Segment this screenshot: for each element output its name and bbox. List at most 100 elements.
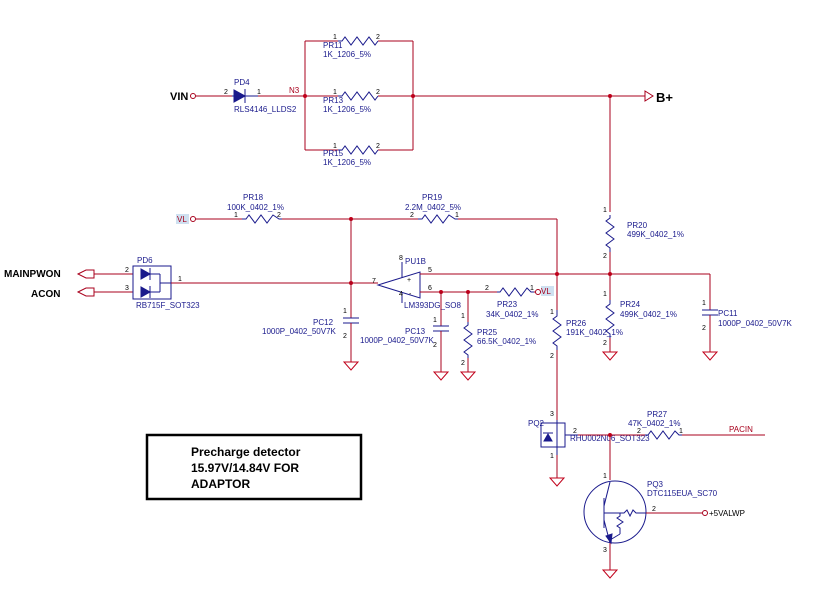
pr18-value: 100K_0402_1%	[227, 203, 284, 212]
pr19-pin-1: 1	[455, 212, 459, 219]
gnd-pq2	[548, 477, 566, 487]
pr25-pin-1: 1	[461, 313, 465, 320]
pc11-pin-1: 1	[702, 300, 706, 307]
vl-label-left: VL	[177, 215, 187, 224]
acon-port: ACON	[31, 287, 95, 300]
pq3-pin-1: 1	[603, 473, 607, 480]
gnd-pc12	[342, 361, 360, 371]
pc12-capacitor	[343, 317, 359, 324]
pc13-pin-1: 1	[433, 317, 437, 324]
gnd-pr24	[601, 351, 619, 361]
pr11-ref: PR11	[323, 41, 343, 50]
pu1b-comparator	[376, 271, 421, 299]
pc12-pin-2: 2	[343, 333, 347, 340]
mainpwon-port: MAINPWON	[4, 269, 95, 280]
pd4-ref: PD4	[234, 78, 250, 87]
pr23-ref: PR23	[497, 300, 518, 309]
pr13-ref: PR13	[323, 96, 344, 105]
pr27-pin-1: 1	[679, 428, 683, 435]
note-box: Precharge detector 15.97V/14.84V FOR ADA…	[145, 433, 363, 501]
pr15-pin-2: 2	[376, 143, 380, 150]
pr18-ref: PR18	[243, 193, 264, 202]
pr20-pin-1: 1	[603, 207, 607, 214]
pu1b-pin-8: 8	[399, 255, 403, 262]
pr19-pin-2: 2	[410, 212, 414, 219]
pd4-pin-1: 1	[257, 89, 261, 96]
pr23-pin-2: 2	[485, 285, 489, 292]
pr18-resistor	[242, 214, 282, 224]
pq2-pin-2: 2	[573, 428, 577, 435]
pd6-ref: PD6	[137, 256, 153, 265]
pr24-ref: PR24	[620, 300, 641, 309]
pc11-value: 1000P_0402_50V7K	[718, 319, 793, 328]
pr13-value: 1K_1206_5%	[323, 105, 371, 114]
pr19-value: 2.2M_0402_5%	[405, 203, 461, 212]
pr24-pin-2: 2	[603, 340, 607, 347]
vl-label-right: VL	[541, 287, 551, 296]
vl-port-left: VL	[176, 214, 196, 224]
pr24-resistor	[605, 300, 615, 338]
pq3-ref: PQ3	[647, 480, 664, 489]
pr11-pin-2: 2	[376, 34, 380, 41]
pu1b-pin-4: 4	[399, 291, 403, 298]
n3-label: N3	[289, 86, 300, 95]
pr15-pin-1: 1	[333, 143, 337, 150]
pr25-resistor	[463, 322, 473, 358]
pr20-value: 499K_0402_1%	[627, 230, 684, 239]
pr26-resistor	[552, 310, 562, 350]
note-line-1: Precharge detector	[191, 445, 301, 459]
pq3-transistor	[583, 480, 648, 545]
vin-port: VIN	[170, 91, 196, 103]
pc12-value: 1000P_0402_50V7K	[262, 327, 337, 336]
pu1b-pin-5: 5	[428, 267, 432, 274]
pr26-value: 191K_0402_1%	[566, 328, 623, 337]
pr20-resistor	[605, 215, 615, 252]
pr25-pin-2: 2	[461, 360, 465, 367]
pr25-ref: PR25	[477, 328, 498, 337]
pd6-value: RB715F_SOT323	[136, 301, 200, 310]
pu1b-plus: +	[407, 277, 411, 284]
pr13-pin-1: 1	[333, 89, 337, 96]
pc11-ref: PC11	[718, 309, 738, 318]
pd4-value: RLS4146_LLDS2	[234, 105, 297, 114]
pd4-pin-2: 2	[224, 89, 228, 96]
valwp-label: +5VALWP	[709, 509, 745, 518]
pr15-resistor	[338, 145, 379, 155]
pd4-diode	[232, 89, 258, 103]
acon-label: ACON	[31, 289, 60, 300]
pq2-pin-3: 3	[550, 411, 554, 418]
pr20-ref: PR20	[627, 221, 648, 230]
gnd-pr25	[459, 371, 477, 381]
note-line-3: ADAPTOR	[191, 477, 250, 491]
pc11-pin-2: 2	[702, 325, 706, 332]
pr25-value: 66.5K_0402_1%	[477, 337, 536, 346]
pu1b-pin-7: 7	[372, 278, 376, 285]
pc12-ref: PC12	[313, 318, 334, 327]
pq3-pin-2: 2	[652, 506, 656, 513]
pr27-ref: PR27	[647, 410, 668, 419]
pr24-value: 499K_0402_1%	[620, 310, 677, 319]
pr11-pin-1: 1	[333, 34, 337, 41]
pr11-resistor	[338, 36, 379, 46]
pr27-value: 47K_0402_1%	[628, 419, 681, 428]
pr19-resistor	[418, 214, 458, 224]
mainpwon-label: MAINPWON	[4, 269, 61, 280]
pr19-ref: PR19	[422, 193, 443, 202]
pd6-pin-1: 1	[178, 276, 182, 283]
pr26-pin-2: 2	[550, 353, 554, 360]
pc13-ref: PC13	[405, 327, 426, 336]
pr13-resistor	[338, 91, 379, 101]
bplus-label: B+	[656, 90, 673, 105]
pr13-pin-2: 2	[376, 89, 380, 96]
vl-port-right: VL	[535, 286, 554, 296]
pq3-value: DTC115EUA_SC70	[647, 489, 718, 498]
pr20-pin-2: 2	[603, 253, 607, 260]
pr26-pin-1: 1	[550, 309, 554, 316]
pr18-pin-1: 1	[234, 212, 238, 219]
pr11-value: 1K_1206_5%	[323, 50, 371, 59]
pd6-pin-3: 3	[125, 285, 129, 292]
pr23-resistor	[497, 287, 534, 297]
pu1b-minus: -	[409, 291, 412, 298]
pr15-ref: PR15	[323, 149, 344, 158]
